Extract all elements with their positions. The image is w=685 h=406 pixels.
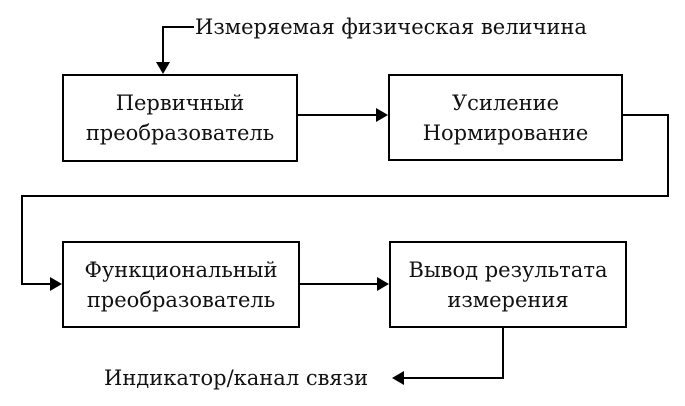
connector-primary-to-amplify bbox=[298, 114, 376, 116]
node-functional-converter: Функциональный преобразователь bbox=[62, 241, 300, 328]
connector-output-horizontal bbox=[404, 377, 504, 379]
arrowhead-right-icon bbox=[50, 277, 62, 291]
arrowhead-down-icon bbox=[156, 62, 170, 74]
node-measurement-output: Вывод результата измерения bbox=[389, 241, 627, 328]
input-quantity-label: Измеряемая физическая величина bbox=[195, 15, 587, 39]
connector-input-vertical bbox=[162, 26, 164, 64]
arrowhead-left-icon bbox=[392, 371, 404, 385]
connector-functional-to-output bbox=[300, 283, 377, 285]
node-amplify-normalize: Усиление Нормирование bbox=[388, 74, 623, 161]
connector-left-drop bbox=[21, 195, 23, 285]
connector-input-horizontal bbox=[162, 26, 194, 28]
node-measurement-output-line2: измерения bbox=[447, 287, 569, 312]
node-amplify-normalize-line2: Нормирование bbox=[422, 120, 589, 145]
node-primary-transducer-line1: Первичный bbox=[115, 91, 245, 115]
node-functional-converter-line1: Функциональный bbox=[84, 257, 278, 282]
connector-return-horizontal bbox=[21, 195, 669, 197]
connector-right-drop bbox=[667, 114, 669, 197]
node-primary-transducer-line2: преобразователь bbox=[85, 121, 275, 145]
connector-output-drop bbox=[502, 328, 504, 379]
node-amplify-normalize-line1: Усиление bbox=[451, 90, 560, 115]
node-measurement-output-line1: Вывод результата bbox=[408, 257, 608, 282]
connector-into-functional bbox=[21, 283, 51, 285]
node-functional-converter-line2: преобразователь bbox=[86, 287, 276, 312]
node-primary-transducer: Первичный преобразователь bbox=[62, 74, 298, 162]
connector-amplify-exit bbox=[621, 114, 669, 116]
arrowhead-right-icon bbox=[377, 277, 389, 291]
indicator-channel-label: Индикатор/канал связи bbox=[104, 366, 369, 390]
arrowhead-right-icon bbox=[376, 108, 388, 122]
